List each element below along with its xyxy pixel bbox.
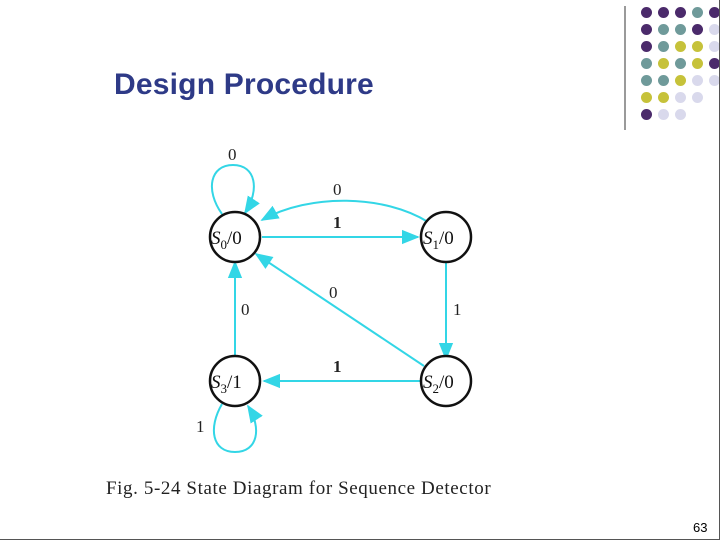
transition-s3-self xyxy=(213,403,263,454)
label-s2-to-s0: 0 xyxy=(329,283,338,302)
label-s0-to-s1: 1 xyxy=(333,213,342,232)
decorative-dot xyxy=(641,7,652,18)
svg-text:S0/0: S0/0 xyxy=(211,228,242,252)
svg-text:S2/0: S2/0 xyxy=(423,372,454,396)
transition-s1-to-s0 xyxy=(260,199,429,223)
decorative-dot xyxy=(658,24,669,35)
decorative-dot xyxy=(709,58,720,69)
decorative-dot xyxy=(675,7,686,18)
transition-labels: 0 0 1 0 0 1 1 1 xyxy=(196,145,462,436)
decorative-dot xyxy=(692,24,703,35)
decorative-dot xyxy=(658,109,669,120)
transitions xyxy=(211,163,454,454)
decorative-dot xyxy=(692,7,703,18)
transition-s0-self xyxy=(211,163,260,215)
decorative-dot xyxy=(658,92,669,103)
decorative-dot xyxy=(675,41,686,52)
decorative-dot xyxy=(692,75,703,86)
label-s1-to-s0: 0 xyxy=(333,180,342,199)
decorative-dot xyxy=(692,92,703,103)
slide-title: Design Procedure xyxy=(114,68,374,101)
decorative-dot xyxy=(675,75,686,86)
label-s2-to-s3: 1 xyxy=(333,357,342,376)
page-number: 63 xyxy=(693,520,708,535)
decorative-dot xyxy=(675,109,686,120)
decorative-dot xyxy=(641,58,652,69)
decorative-dot xyxy=(675,58,686,69)
label-s3-self: 1 xyxy=(196,417,205,436)
label-s0-self: 0 xyxy=(228,145,237,164)
decorative-dot xyxy=(675,92,686,103)
decorative-dot xyxy=(709,24,720,35)
decorative-dot xyxy=(658,58,669,69)
decorative-dot xyxy=(641,109,652,120)
decorative-dot xyxy=(692,58,703,69)
decorative-dot xyxy=(658,41,669,52)
decorative-dot xyxy=(641,41,652,52)
decorative-dot xyxy=(641,75,652,86)
decorative-divider xyxy=(624,6,626,130)
decorative-dot xyxy=(692,41,703,52)
svg-text:S3/1: S3/1 xyxy=(211,372,242,396)
decorative-dot xyxy=(658,75,669,86)
state-s1: S1/0 xyxy=(419,210,473,264)
decorative-dot xyxy=(709,41,720,52)
decorative-dot xyxy=(709,7,720,18)
figure-caption: Fig. 5-24 State Diagram for Sequence Det… xyxy=(106,478,492,499)
transition-s2-to-s0 xyxy=(254,253,425,367)
decorative-dot xyxy=(709,75,720,86)
decorative-dot xyxy=(641,24,652,35)
label-s1-to-s2: 1 xyxy=(453,300,462,319)
state-s0: S0/0 xyxy=(208,210,262,264)
decorative-dot xyxy=(675,24,686,35)
svg-text:S1/0: S1/0 xyxy=(423,228,454,252)
decorative-dot xyxy=(658,7,669,18)
state-s3: S3/1 xyxy=(208,354,262,408)
state-s2: S2/0 xyxy=(419,354,473,408)
label-s3-to-s0: 0 xyxy=(241,300,250,319)
decorative-dot xyxy=(641,92,652,103)
